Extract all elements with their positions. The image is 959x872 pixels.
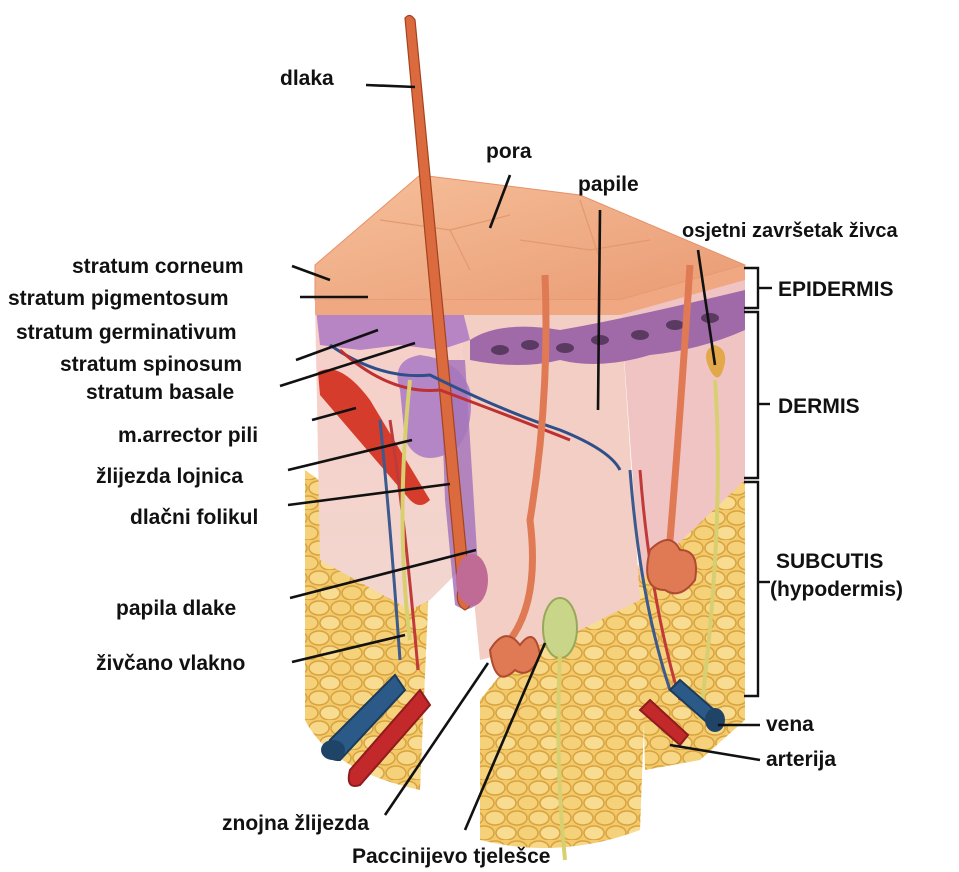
label-dermis: DERMIS [778,396,860,417]
label-hair-papilla: papila dlake [116,598,236,619]
label-artery: arterija [766,749,836,770]
label-arrector-pili: m.arrector pili [118,425,258,446]
layer-brackets [744,268,772,696]
label-hair-follicle: dlačni folikul [130,507,258,528]
label-stratum-spinosum: stratum spinosum [60,354,242,375]
label-papillae: papile [578,174,639,195]
label-stratum-basale: stratum basale [86,382,234,403]
label-sebaceous-gland: žlijezda lojnica [96,466,243,487]
label-hypodermis: (hypodermis) [770,579,903,600]
skin-surface [315,175,745,300]
vein-left-opening [321,740,345,760]
label-nerve-ending: osjetni završetak živca [682,221,898,241]
label-hair: dlaka [280,68,334,89]
label-stratum-pigmentosum: stratum pigmentosum [8,288,229,309]
label-stratum-corneum: stratum corneum [72,256,244,277]
hair-papilla [456,554,488,606]
label-subcutis: SUBCUTIS [776,551,883,572]
label-pacinian-corpuscle: Paccinijevo tjelešce [352,846,550,867]
label-vein: vena [766,714,814,735]
label-pore: pora [486,141,532,162]
label-epidermis: EPIDERMIS [778,279,894,300]
label-stratum-germinativum: stratum germinativum [16,322,237,343]
pacinian-corpuscle-shape [543,598,577,658]
label-sweat-gland: znojna žlijezda [222,813,369,834]
vein-right-opening [705,708,725,732]
label-nerve-fiber: živčano vlakno [96,653,245,674]
